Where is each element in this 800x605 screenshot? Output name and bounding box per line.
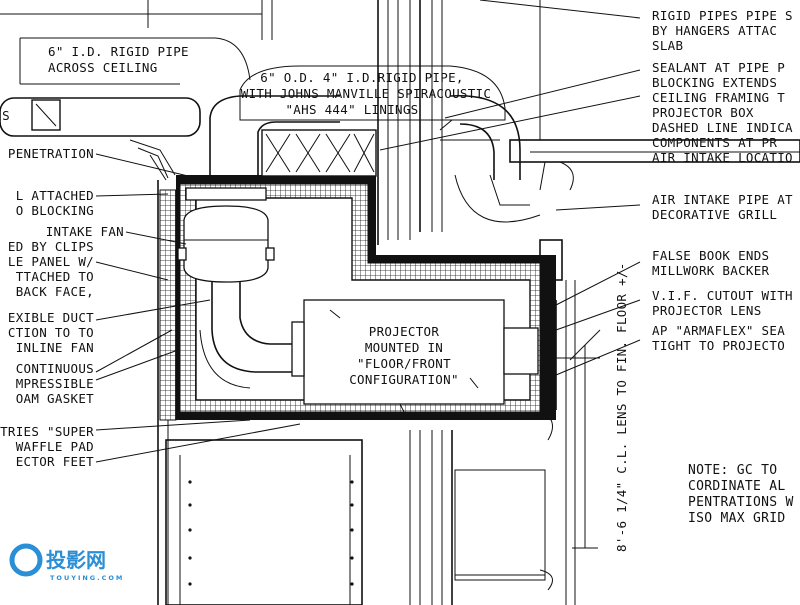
label-right-7: PROJECTOR BOX	[652, 105, 754, 120]
label-right-3: SLAB	[652, 38, 683, 53]
label-right-2: BY HANGERS ATTAC	[652, 23, 777, 38]
projector-body	[291, 299, 539, 413]
rigid-pipe	[209, 94, 541, 223]
label-right-12: DECORATIVE GRILL	[652, 207, 777, 222]
lower-cabinet	[165, 439, 546, 605]
label-right-5: BLOCKING EXTENDS	[652, 75, 777, 90]
projector-label-2: MOUNTED IN	[365, 340, 443, 355]
dimension-label: 8'-6 1/4" C.L. LENS TO FIN. FLOOR +/-	[614, 262, 629, 552]
label-left-1: S	[2, 108, 10, 123]
ceiling-soffit	[0, 97, 201, 137]
label-left-16: TRIES "SUPER	[0, 424, 94, 439]
label-right-8: DASHED LINE INDICA	[652, 120, 793, 135]
label-left-12: INLINE FAN	[16, 340, 94, 355]
inline-fan	[177, 187, 300, 389]
note-line-1: NOTE: GC TO	[688, 463, 777, 478]
label-left-13: CONTINUOUS	[16, 361, 94, 376]
label-left-18: ECTOR FEET	[16, 454, 94, 469]
projector-label-1: PROJECTOR	[369, 324, 440, 339]
label-right-4: SEALANT AT PIPE P	[652, 60, 785, 75]
watermark-logo-icon	[9, 543, 43, 577]
label-left-7: LE PANEL W/	[8, 254, 94, 269]
label-right-6: CEILING FRAMING T	[652, 90, 785, 105]
callout-bubble-center	[239, 65, 506, 121]
label-left-3: L ATTACHED	[16, 188, 94, 203]
dimension-line	[540, 329, 601, 549]
watermark: 投影网 TOUYING.COM	[9, 543, 124, 582]
label-left-8: TTACHED TO	[16, 269, 94, 284]
label-right-15: V.I.F. CUTOUT WITH A	[652, 288, 800, 303]
callout-center-line-2: WITH JOHNS MANVILLE SPIRACOUSTIC	[241, 86, 491, 101]
lower-column	[409, 430, 453, 605]
label-left-14: MPRESSIBLE	[16, 376, 94, 391]
note-line-3: PENTRATIONS W	[688, 495, 794, 510]
label-left-5: INTAKE FAN	[46, 224, 124, 239]
concrete-column	[0, 0, 443, 245]
label-right-18: TIGHT TO PROJECTO	[652, 338, 785, 353]
callout-left-line-1: 6" I.D. RIGID PIPE	[48, 44, 189, 59]
label-left-6: ED BY CLIPS	[8, 239, 94, 254]
label-right-9: COMPONENTS AT PR	[652, 135, 777, 150]
label-left-15: OAM GASKET	[16, 391, 94, 406]
label-left-9: BACK FACE,	[16, 284, 94, 299]
label-right-11: AIR INTAKE PIPE AT	[652, 192, 793, 207]
note-line-2: CORDINATE AL	[688, 479, 786, 494]
label-left-2: PENETRATION	[8, 146, 94, 161]
label-left-17: WAFFLE PAD	[16, 439, 94, 454]
note-line-4: ISO MAX GRID	[688, 511, 786, 526]
callout-center-line-3: "AHS 444" LININGS	[285, 102, 418, 117]
leader-lines	[95, 0, 641, 463]
label-right-17: AP "ARMAFLEX" SEA	[652, 323, 785, 338]
callout-left-line-2: ACROSS CEILING	[48, 60, 158, 75]
label-right-10: AIR INTAKE LOCATIO	[652, 150, 793, 165]
label-right-13: FALSE BOOK ENDS	[652, 248, 769, 263]
label-left-11: CTION TO TO	[8, 325, 94, 340]
projector-label-4: CONFIGURATION"	[349, 372, 459, 387]
watermark-text-cn: 投影网	[46, 548, 106, 572]
label-left-4: O BLOCKING	[16, 203, 94, 218]
label-right-14: MILLWORK BACKER	[652, 263, 770, 278]
callout-bubble-left	[20, 37, 251, 81]
label-right-1: RIGID PIPES PIPE S	[652, 8, 793, 23]
callout-center-line-1: 6" O.D. 4" I.D.RIGID PIPE,	[260, 70, 463, 85]
watermark-text-en: TOUYING.COM	[50, 574, 124, 582]
projector-label-3: "FLOOR/FRONT	[357, 356, 451, 371]
label-right-16: PROJECTOR LENS	[652, 303, 762, 318]
label-left-10: EXIBLE DUCT	[8, 310, 94, 325]
